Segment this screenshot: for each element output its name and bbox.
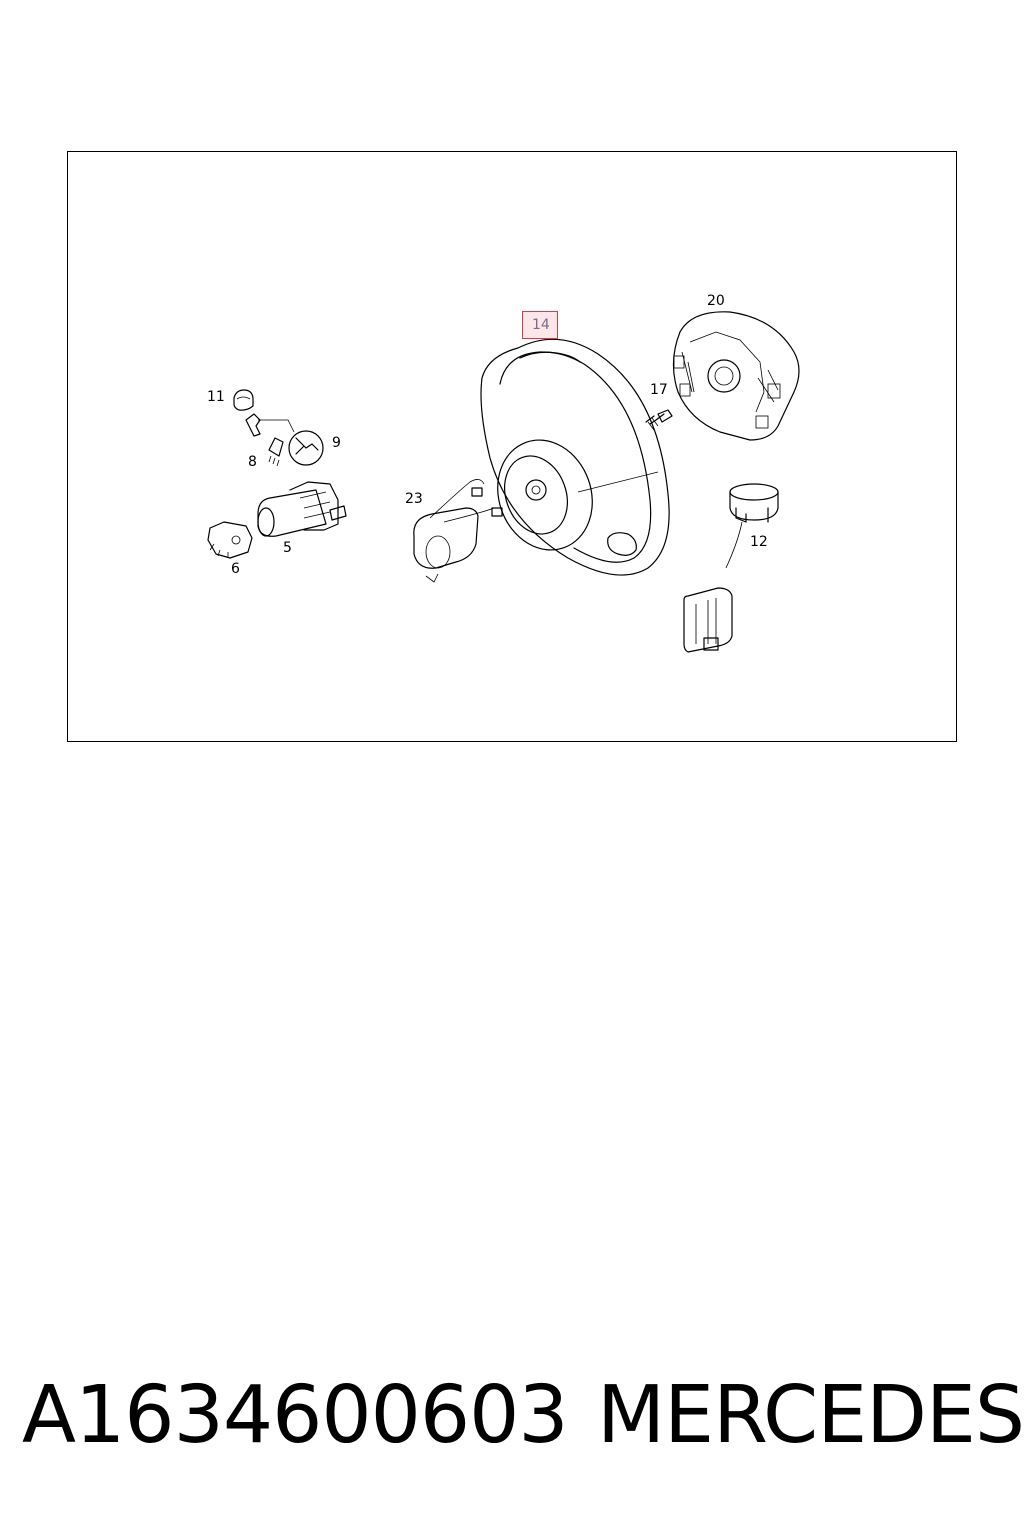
callout-9: 9 — [332, 435, 341, 451]
part-11-cap-drawing — [233, 389, 254, 411]
exploded-parts-diagram — [207, 311, 800, 653]
callout-23: 23 — [405, 491, 423, 507]
brand-name: MERCEDES — [597, 1369, 1024, 1461]
footer: A1634600603 MERCEDES — [22, 1369, 1024, 1470]
part-17-screw-drawing — [645, 409, 673, 431]
part-number: A1634600603 — [22, 1369, 569, 1461]
callout-12: 12 — [750, 534, 768, 550]
callout-6: 6 — [231, 561, 240, 577]
callout-14-highlighted[interactable]: 14 — [522, 311, 558, 339]
part-12-sensor-drawing — [683, 483, 779, 653]
parts-diagram-frame: 11 9 8 5 6 23 14 17 20 12 — [67, 151, 957, 742]
callout-8: 8 — [248, 454, 257, 470]
part-6-switch-drawing — [207, 521, 253, 559]
callout-5: 5 — [283, 540, 292, 556]
part-23-clockspring-drawing — [413, 479, 503, 583]
part-20-airbag-drawing — [672, 311, 800, 441]
part-14-steering-wheel-drawing — [480, 338, 670, 576]
part-8-bolt-drawing — [245, 413, 295, 467]
callout-11: 11 — [207, 389, 225, 405]
part-9-ring-drawing — [288, 430, 324, 466]
part-5-cylinder-drawing — [257, 481, 347, 537]
callout-20: 20 — [707, 293, 725, 309]
callout-17: 17 — [650, 382, 668, 398]
